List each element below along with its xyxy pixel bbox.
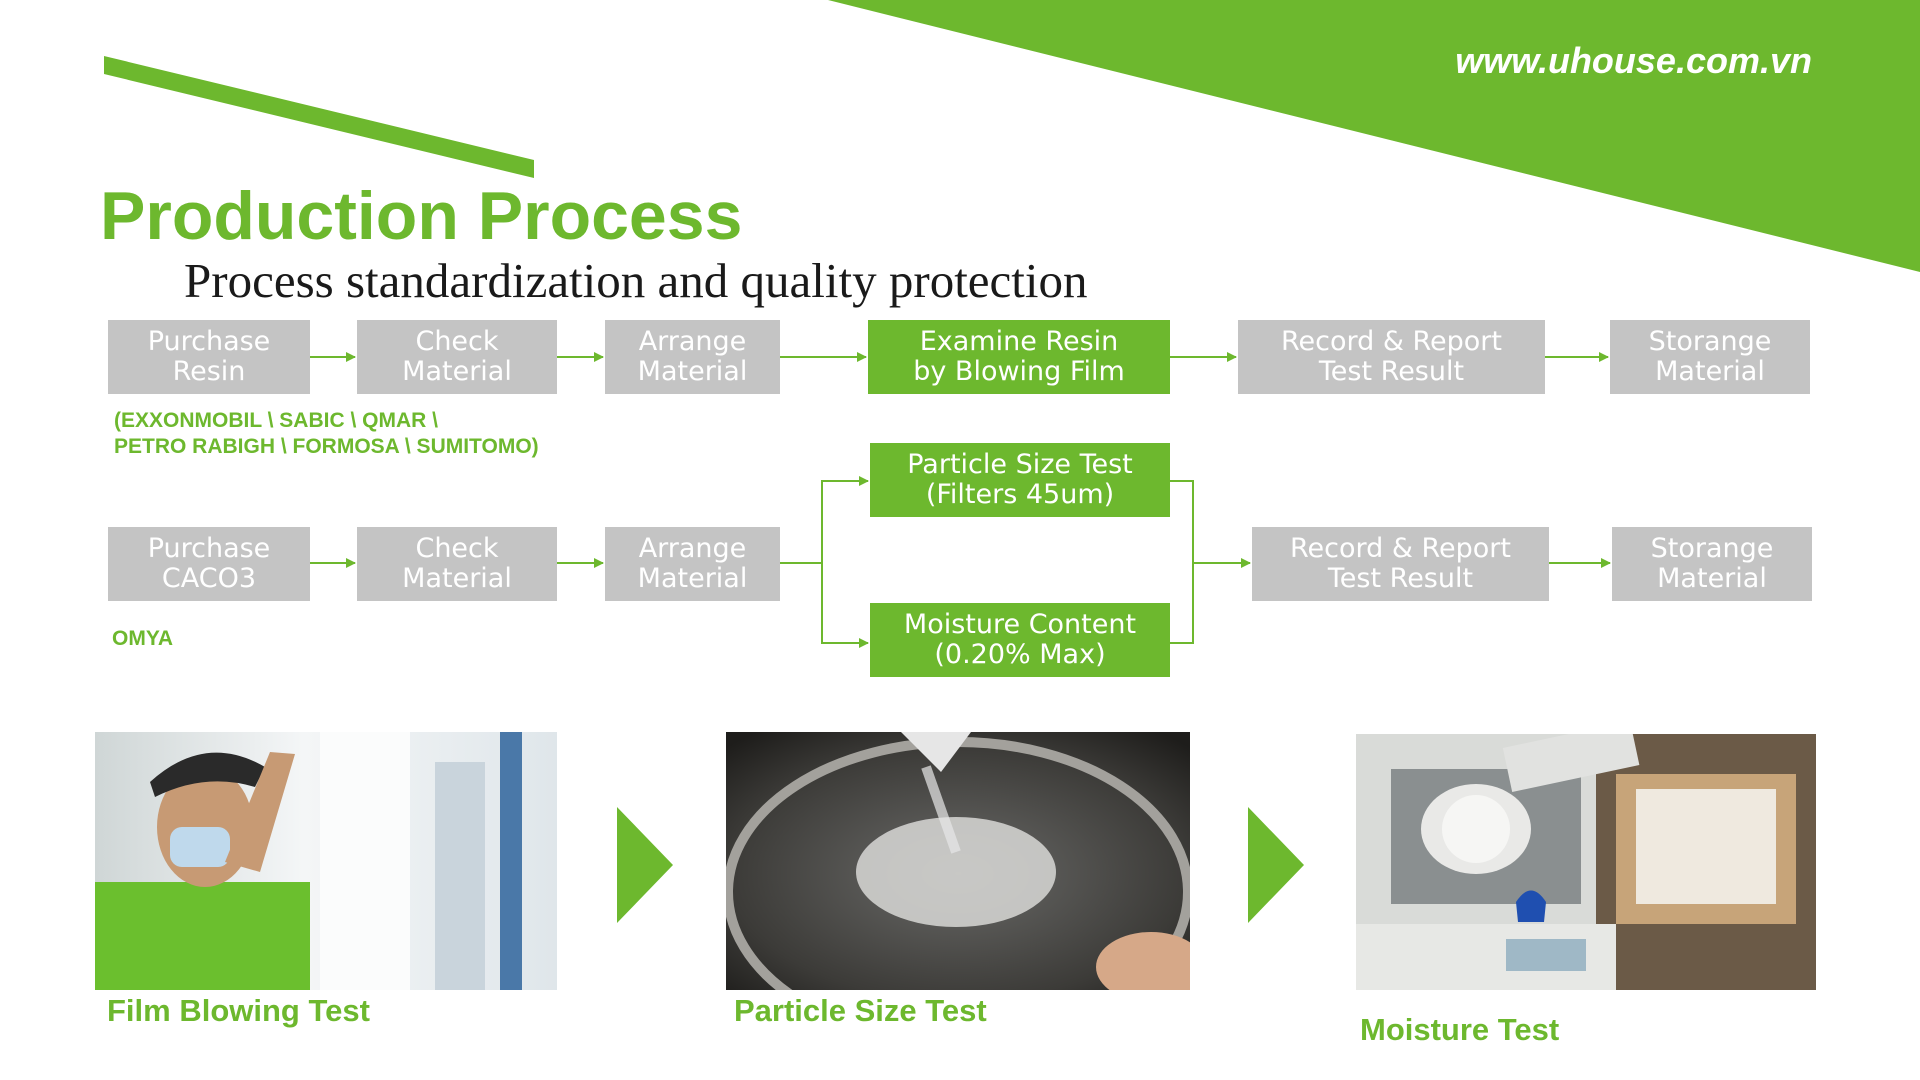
step-purchase-resin: Purchase Resin bbox=[108, 320, 310, 394]
step-storage-2: Storange Material bbox=[1612, 527, 1812, 601]
step-purchase-caco3: Purchase CACO3 bbox=[108, 527, 310, 601]
caption-film-blowing: Film Blowing Test bbox=[107, 993, 370, 1028]
moisture-test-image bbox=[1356, 734, 1816, 990]
title-accent-stripe bbox=[104, 56, 534, 178]
resin-suppliers-line2: PETRO RABIGH \ FORMOSA \ SUMITOMO) bbox=[114, 435, 539, 458]
caption-moisture-test: Moisture Test bbox=[1360, 1012, 1560, 1047]
next-arrow-1-icon bbox=[617, 807, 673, 923]
step-storage-1: Storange Material bbox=[1610, 320, 1810, 394]
step-record-report-2: Record & Report Test Result bbox=[1252, 527, 1549, 601]
step-examine-resin: Examine Resin by Blowing Film bbox=[868, 320, 1170, 394]
next-arrow-2-icon bbox=[1248, 807, 1304, 923]
film-blowing-image bbox=[95, 732, 557, 990]
caption-particle-size: Particle Size Test bbox=[734, 993, 987, 1028]
particle-size-photo bbox=[726, 732, 1190, 990]
top-right-green-band bbox=[828, 0, 1920, 272]
page-title: Production Process bbox=[100, 178, 743, 254]
step-check-material-1: Check Material bbox=[357, 320, 557, 394]
page-subtitle: Process standardization and quality prot… bbox=[184, 253, 1088, 308]
step-particle-size-test: Particle Size Test (Filters 45um) bbox=[870, 443, 1170, 517]
step-record-report-1: Record & Report Test Result bbox=[1238, 320, 1545, 394]
step-arrange-material-1: Arrange Material bbox=[605, 320, 780, 394]
moisture-test-photo bbox=[1356, 734, 1816, 990]
step-check-material-2: Check Material bbox=[357, 527, 557, 601]
caco3-supplier: OMYA bbox=[112, 627, 174, 650]
particle-size-image bbox=[726, 732, 1190, 990]
step-arrange-material-2: Arrange Material bbox=[605, 527, 780, 601]
resin-suppliers-line1: (EXXONMOBIL \ SABIC \ QMAR \ bbox=[114, 409, 438, 432]
step-moisture-content: Moisture Content (0.20% Max) bbox=[870, 603, 1170, 677]
film-blowing-photo bbox=[95, 732, 557, 990]
website-url[interactable]: www.uhouse.com.vn bbox=[1455, 40, 1812, 81]
